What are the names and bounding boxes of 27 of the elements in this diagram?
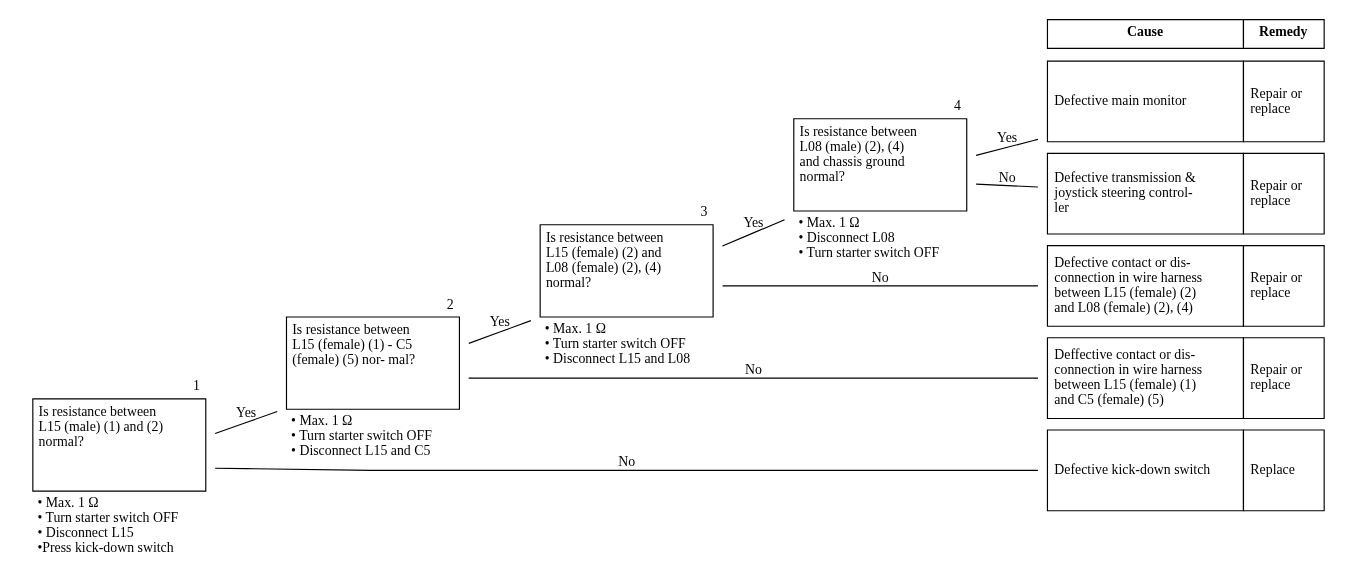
node-label: • Turn starter switch OFF (291, 427, 432, 443)
label: Remedy (1259, 24, 1308, 40)
edge-label: No (618, 454, 636, 470)
node-label: • Max. 1 Ω (291, 412, 353, 428)
node-label: 4 (954, 98, 961, 114)
node-label: • Disconnect L15 (37, 524, 134, 540)
node-label: 3 (700, 204, 708, 220)
node-label: • Disconnect L15 and L08 (544, 350, 691, 366)
node-label: 1 (193, 378, 201, 394)
edge-label: No (871, 269, 889, 285)
node-label: 2 (446, 296, 454, 312)
node-label: •Press kick-down switch (37, 539, 174, 555)
node-label: • Disconnect L08 (798, 229, 895, 245)
edge-label: No (998, 169, 1016, 185)
edge-label: Yes (489, 313, 510, 329)
node-label: • Max. 1 Ω (798, 214, 860, 230)
edge-label: No (744, 362, 762, 378)
node-label: • Disconnect L15 and C5 (291, 442, 431, 458)
node-label: • Max. 1 Ω (37, 494, 99, 510)
node-label: • Max. 1 Ω (544, 320, 606, 336)
node-label: • Turn starter switch OFF (544, 335, 686, 351)
label: Cause (1127, 24, 1164, 40)
node-label: • Turn starter switch OFF (798, 244, 940, 260)
node-label: • Turn starter switch OFF (37, 509, 179, 525)
edge-label: Yes (236, 404, 257, 420)
edge-label: Yes (997, 130, 1018, 146)
edge-label: Yes (743, 214, 764, 230)
